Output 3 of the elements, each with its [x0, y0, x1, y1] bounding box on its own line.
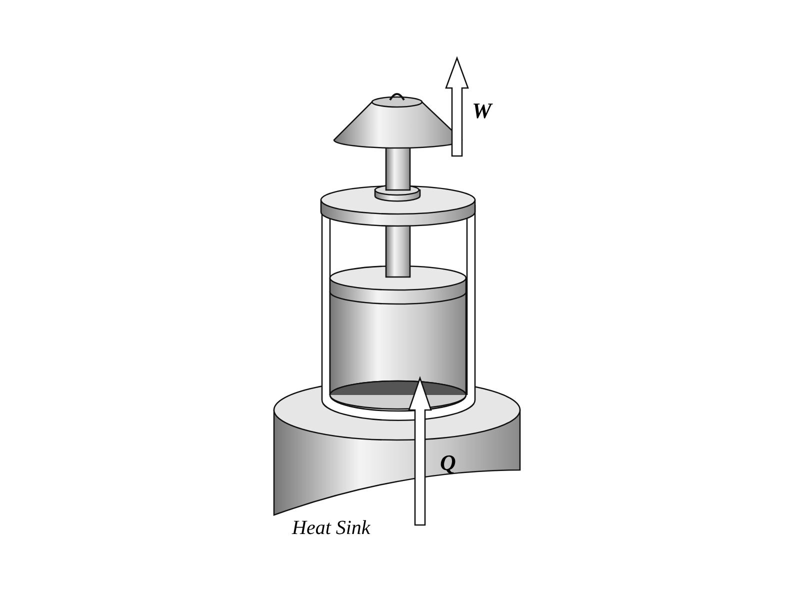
- label: W: [472, 100, 492, 122]
- label: Q: [440, 452, 456, 474]
- label: Heat Sink: [292, 518, 370, 538]
